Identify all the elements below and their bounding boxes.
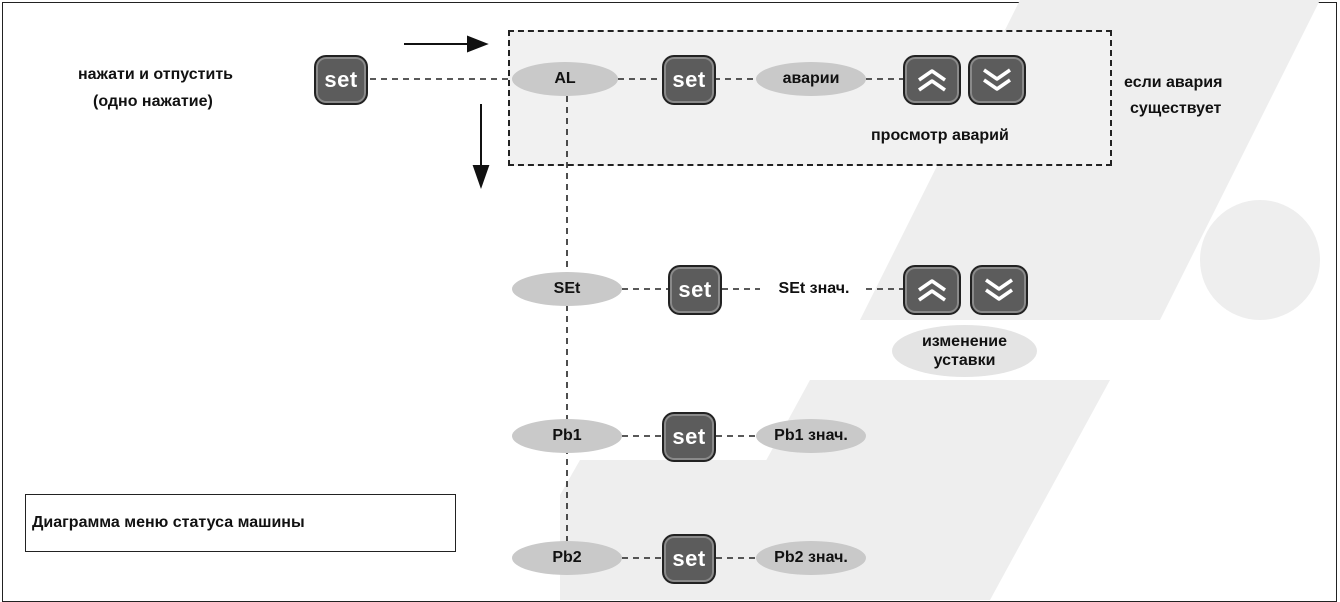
setpoint-value: SEt знач. [778, 280, 850, 297]
double-chevron-up-icon [918, 279, 946, 302]
set-button[interactable]: set [314, 55, 368, 105]
probe1-set-button[interactable]: set [662, 412, 716, 462]
press-note-line1: нажати и отпустить [78, 66, 234, 83]
setpoint-caption-line2: уставки [933, 352, 996, 369]
alarm-note-line2: существует [1130, 100, 1222, 117]
probe1-menu-item[interactable]: Pb1 [512, 419, 622, 453]
diagram-title-box: Диаграмма меню статуса машины [25, 494, 456, 552]
arrow-right-icon [404, 35, 489, 53]
alarm-value: аварии [756, 62, 866, 96]
probe2-set-button[interactable]: set [662, 534, 716, 584]
alarm-down-button[interactable] [968, 55, 1026, 105]
setpoint-up-button[interactable] [903, 265, 961, 315]
setpoint-down-button[interactable] [970, 265, 1028, 315]
setpoint-caption-line1: изменение [921, 333, 1008, 350]
setpoint-set-button[interactable]: set [668, 265, 722, 315]
alarm-note-line1: если авария [1124, 74, 1223, 91]
probe1-value: Pb1 знач. [756, 419, 866, 453]
double-chevron-down-icon [983, 68, 1011, 91]
alarm-caption: просмотр аварий [871, 127, 1009, 144]
press-note-line2: (одно нажатие) [93, 93, 213, 110]
alarm-menu-item[interactable]: AL [512, 62, 618, 96]
arrow-down-icon [472, 104, 490, 190]
diagram-title: Диаграмма меню статуса машины [32, 514, 305, 531]
double-chevron-down-icon [985, 278, 1013, 301]
alarm-up-button[interactable] [903, 55, 961, 105]
alarm-set-button[interactable]: set [662, 55, 716, 105]
setpoint-menu-item[interactable]: SEt [512, 272, 622, 306]
probe2-menu-item[interactable]: Pb2 [512, 541, 622, 575]
probe2-value: Pb2 знач. [756, 541, 866, 575]
double-chevron-up-icon [918, 69, 946, 92]
setpoint-caption: изменение уставки [892, 325, 1037, 377]
